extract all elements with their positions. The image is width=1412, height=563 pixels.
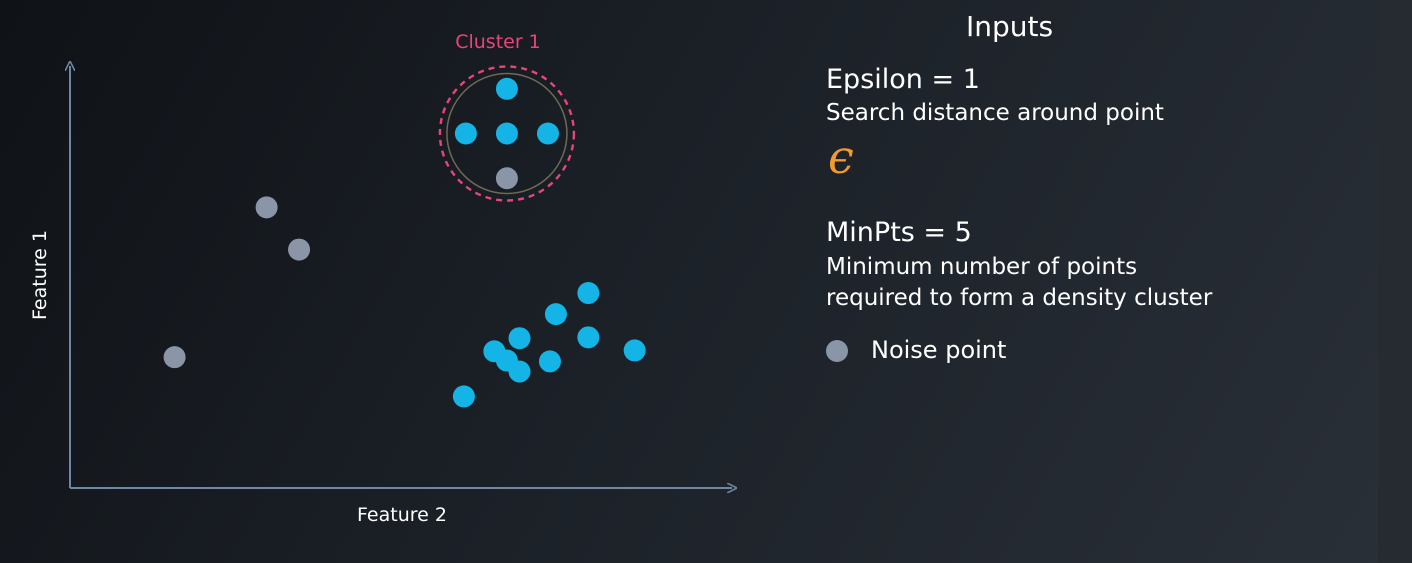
noise-point-icon <box>826 340 848 362</box>
y-axis-label: Feature 1 <box>29 230 51 320</box>
epsilon-param: Epsilon = 1 <box>826 64 980 95</box>
core-point-16 <box>508 360 531 383</box>
core-point-14 <box>538 350 561 373</box>
core-point-9 <box>544 303 567 326</box>
right-edge-bar <box>1378 0 1412 563</box>
core-point-8 <box>577 282 600 305</box>
minpts-description-line2: required to form a density cluster <box>826 285 1213 311</box>
inputs-title: Inputs <box>966 10 1054 43</box>
core-point-2 <box>495 122 518 145</box>
legend-noise-label: Noise point <box>871 336 1007 364</box>
epsilon-radius-ring <box>446 72 568 195</box>
core-point-15 <box>623 339 646 362</box>
core-point-11 <box>577 326 600 349</box>
noise-point-5 <box>255 196 278 219</box>
cluster-1-boundary <box>438 65 576 202</box>
scatter-plot: Feature 2 Feature 1 Cluster 1 <box>29 31 760 526</box>
noise-point-4 <box>495 167 518 190</box>
core-point-3 <box>536 122 559 145</box>
x-axis-label: Feature 2 <box>357 504 447 526</box>
minpts-description-line1: Minimum number of points <box>826 254 1138 280</box>
epsilon-icon: ϵ <box>828 130 854 184</box>
noise-point-6 <box>288 238 311 261</box>
noise-point-7 <box>163 346 186 369</box>
minpts-param: MinPts = 5 <box>826 217 972 248</box>
cluster-1-label: Cluster 1 <box>455 31 541 53</box>
core-point-10 <box>508 327 531 350</box>
core-point-0 <box>495 77 518 100</box>
points-layer <box>163 77 646 408</box>
core-point-1 <box>454 122 477 145</box>
epsilon-description: Search distance around point <box>826 100 1164 126</box>
core-point-17 <box>452 385 475 408</box>
